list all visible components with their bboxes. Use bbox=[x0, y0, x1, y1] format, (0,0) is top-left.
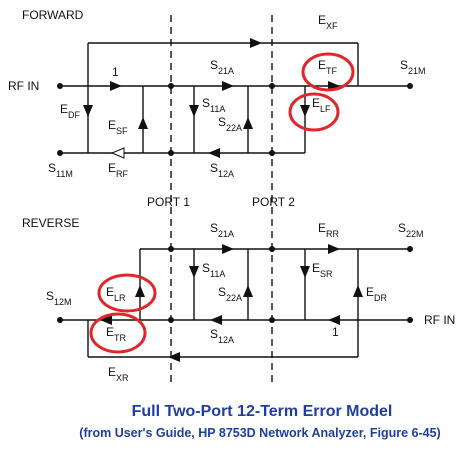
rev-e-sr: ESR bbox=[312, 261, 333, 279]
forward-flow-graph bbox=[60, 42, 410, 154]
highlight-e-lf bbox=[288, 92, 340, 132]
fwd-rf-in-label: RF IN bbox=[8, 79, 39, 93]
port2-label: PORT 2 bbox=[252, 195, 295, 209]
fwd-e-sf: ESF bbox=[108, 118, 128, 136]
fwd-e-lf: ELF bbox=[312, 96, 331, 114]
forward-arrows bbox=[83, 38, 340, 159]
rev-e-dr: EDR bbox=[366, 285, 388, 303]
rev-s12a: S12A bbox=[210, 327, 234, 345]
fwd-s11m: S11M bbox=[48, 161, 73, 179]
fwd-e-df: EDF bbox=[60, 102, 81, 120]
rev-e-tr: ETR bbox=[106, 325, 127, 343]
rev-s12m: S12M bbox=[46, 289, 72, 307]
reverse-flow-graph bbox=[60, 248, 410, 358]
rev-s22a: S22A bbox=[218, 285, 242, 303]
rev-e-lr: ELR bbox=[106, 285, 126, 303]
rev-s21a: S21A bbox=[210, 221, 234, 239]
fwd-s11a: S11A bbox=[202, 96, 225, 114]
port1-label: PORT 1 bbox=[147, 195, 190, 209]
caption-source: (from User's Guide, HP 8753D Network Ana… bbox=[79, 426, 440, 440]
rev-e-xr: EXR bbox=[108, 365, 129, 383]
rev-e-rr: ERR bbox=[318, 221, 340, 239]
reverse-section-label: REVERSE bbox=[22, 216, 79, 230]
fwd-s22a: S22A bbox=[218, 115, 242, 133]
fwd-e-tf: ETF bbox=[318, 58, 338, 76]
forward-section-label: FORWARD bbox=[22, 8, 84, 22]
fwd-s12a: S12A bbox=[210, 161, 234, 179]
rev-gain-one: 1 bbox=[332, 325, 339, 339]
highlight-e-tf bbox=[301, 52, 355, 92]
rev-s11a: S11A bbox=[202, 261, 225, 279]
rev-s22m: S22M bbox=[398, 221, 424, 239]
caption-title: Full Two-Port 12-Term Error Model bbox=[132, 403, 393, 420]
fwd-e-rf: ERF bbox=[108, 161, 129, 179]
rev-rf-in-label: RF IN bbox=[424, 313, 455, 327]
highlight-e-lr bbox=[97, 273, 157, 313]
fwd-s21a: S21A bbox=[210, 58, 234, 76]
reverse-arrows bbox=[100, 244, 363, 362]
fwd-e-xf: EXF bbox=[318, 13, 338, 31]
highlight-e-tr bbox=[89, 312, 147, 354]
fwd-s21m: S21M bbox=[400, 58, 426, 76]
fwd-gain-one: 1 bbox=[112, 65, 119, 79]
